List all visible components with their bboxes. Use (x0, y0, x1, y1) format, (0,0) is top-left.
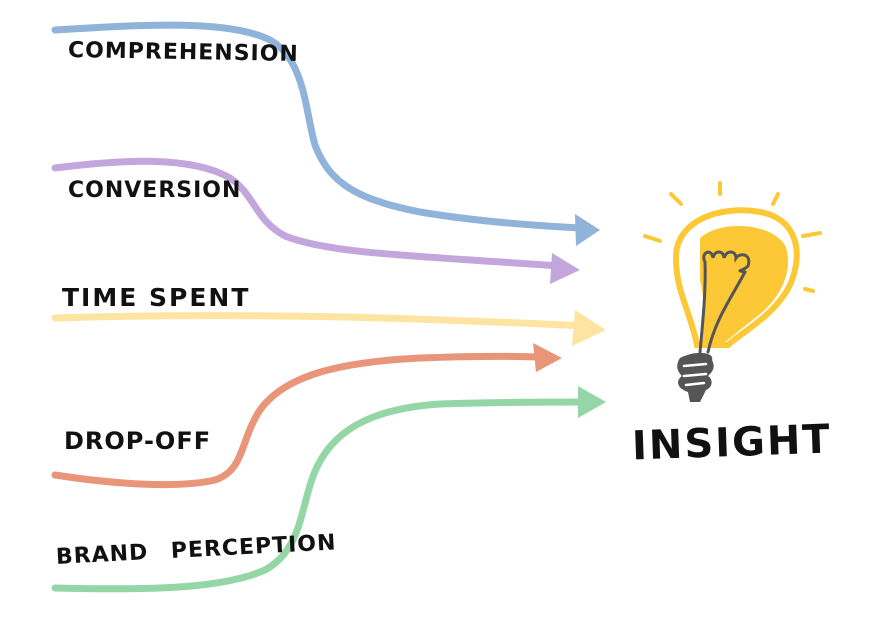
arrowhead-brand-perception (578, 386, 606, 418)
arrowhead-comprehension (575, 214, 600, 246)
lightbulb-icon (643, 181, 822, 402)
label-comprehension: COMPREHENSION (67, 37, 300, 68)
arrowhead-drop-off (533, 343, 562, 372)
arrow-time-spent (51, 312, 589, 330)
label-insight: INSIGHT (631, 416, 833, 470)
arrow-drop-off (51, 352, 544, 489)
label-time-spent: TIME SPENT (62, 283, 251, 312)
arrowhead-time-spent (572, 310, 606, 346)
arrow-brand-perception (51, 398, 589, 593)
arrowhead-conversion (550, 253, 580, 284)
arrow-comprehension (51, 21, 586, 232)
label-conversion: CONVERSION (68, 178, 242, 203)
arrow-conversion (51, 157, 564, 270)
label-drop-off: DROP-OFF (64, 427, 212, 455)
